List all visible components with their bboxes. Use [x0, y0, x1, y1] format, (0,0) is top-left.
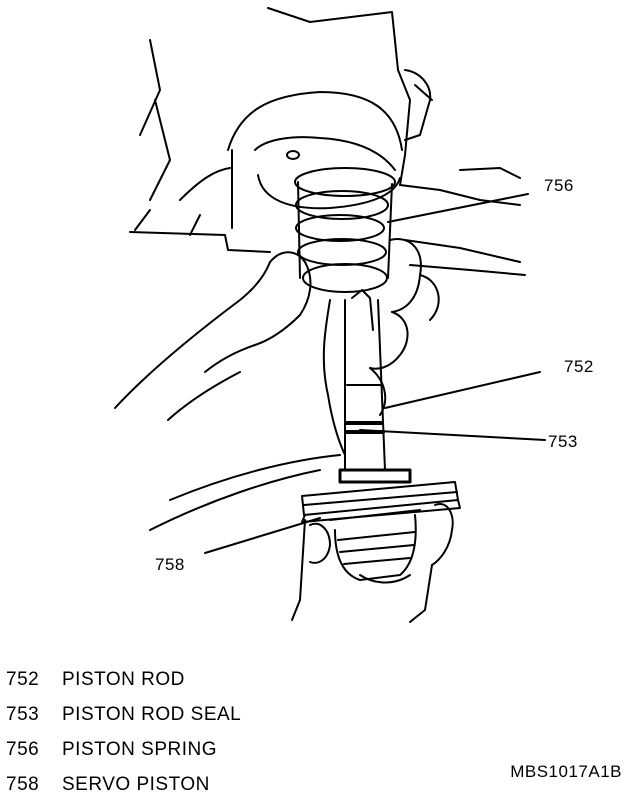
- transmission-case: [129, 7, 526, 276]
- upper-left-hand: [114, 251, 312, 421]
- legend-number: 752: [6, 668, 40, 690]
- leader-line-756: [387, 193, 529, 223]
- legend-item: 758 SERVO PISTON: [6, 767, 406, 802]
- leader-line-753: [359, 429, 546, 441]
- figure-code: MBS1017A1B: [510, 762, 622, 781]
- leader-line-758: [204, 517, 321, 554]
- legend-item: 752 PISTON ROD: [6, 662, 406, 697]
- leader-line-752: [384, 371, 541, 409]
- callout-753: 753: [548, 432, 578, 451]
- upper-right-hand: [322, 238, 440, 456]
- lower-hand: [149, 454, 454, 623]
- piston-spring: [294, 167, 396, 293]
- piston-rod: [344, 289, 386, 471]
- legend-description: SERVO PISTON: [62, 773, 210, 795]
- legend-description: PISTON ROD SEAL: [62, 703, 242, 725]
- callout-752: 752: [564, 357, 594, 376]
- callout-758: 758: [155, 555, 185, 574]
- legend-number: 753: [6, 703, 40, 725]
- servo-piston-illustration: [114, 7, 546, 623]
- legend-description: PISTON ROD: [62, 668, 185, 690]
- callout-756: 756: [544, 176, 574, 195]
- legend-number: 758: [6, 773, 40, 795]
- parts-legend: 752 PISTON ROD 753 PISTON ROD SEAL 756 P…: [6, 662, 406, 802]
- servo-piston: [301, 468, 461, 581]
- leader-lines: [204, 193, 546, 554]
- legend-description: PISTON SPRING: [62, 738, 218, 760]
- legend-item: 753 PISTON ROD SEAL: [6, 697, 406, 732]
- legend-number: 756: [6, 738, 40, 760]
- legend-item: 756 PISTON SPRING: [6, 732, 406, 767]
